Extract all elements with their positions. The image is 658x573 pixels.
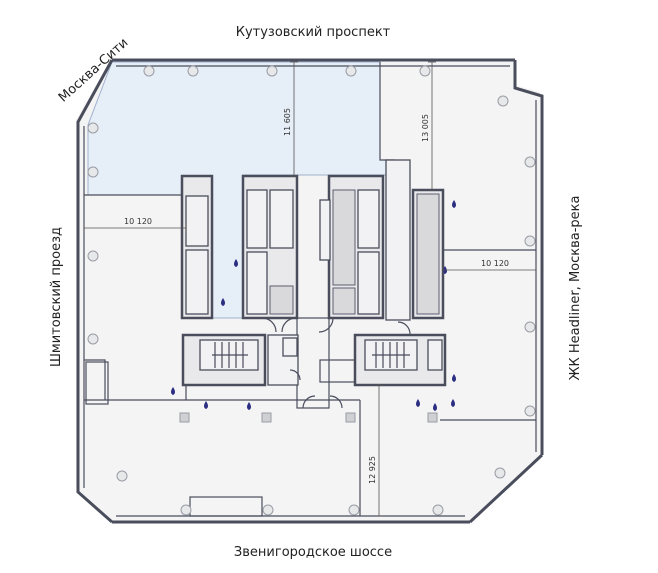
- street-top-label: Кутузовский проспект: [236, 25, 391, 40]
- outer-wall-bottom-right: [468, 453, 544, 524]
- dim-top-right-label: 13 005: [421, 114, 430, 142]
- street-right-label: ЖК Headliner, Москва-река: [568, 196, 583, 381]
- dimension-lines: [83, 61, 537, 517]
- outer-wall-left: [76, 59, 114, 524]
- dim-right-label: 10 120: [481, 259, 509, 268]
- central-corridor: [385, 159, 411, 321]
- dim-left-label: 10 120: [124, 217, 152, 226]
- stair-left-steps: [212, 342, 248, 368]
- columns: [87, 65, 536, 516]
- street-left-label: Шмитовский проезд: [49, 227, 64, 367]
- stair-right-steps: [372, 342, 410, 368]
- outer-wall-right: [513, 60, 544, 455]
- dim-bottom-label: 12 925: [368, 456, 377, 484]
- dim-top-center-label: 11 605: [283, 108, 292, 136]
- square-columns: [179, 412, 438, 423]
- street-bottom-label: Звенигородское шоссе: [234, 545, 392, 560]
